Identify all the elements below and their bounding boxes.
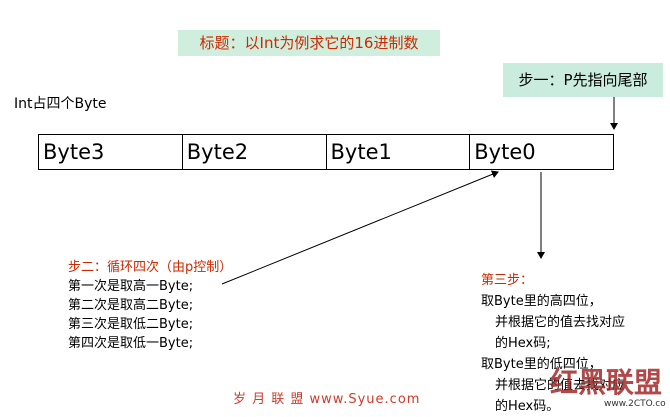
- step1-box: 步一：P先指向尾部: [503, 63, 663, 97]
- step3-block: 第三步： 取Byte里的高四位， 并根据它的值去找对应 的Hex码; 取Byte…: [481, 270, 625, 417]
- step2-arrow: [221, 170, 499, 285]
- step2-line-4: 第四次是取低一Byte;: [68, 336, 194, 351]
- step2-line-1: 第一次是取高一Byte;: [68, 279, 194, 294]
- byte-row: Byte3 Byte2 Byte1 Byte0: [38, 134, 614, 170]
- step3-line-3: 的Hex码;: [495, 336, 551, 351]
- byte-cell-3: Byte3: [39, 135, 183, 169]
- step3-line-1: 取Byte里的高四位，: [481, 294, 602, 309]
- watermark-title: 红黑联盟: [550, 366, 662, 399]
- watermark-url: www.2CTO.com: [604, 399, 666, 408]
- step3-line-4: 取Byte里的低四位，: [481, 357, 602, 372]
- byte-cell-2: Byte2: [183, 135, 327, 169]
- step3-line-5: 并根据它的值去找对应: [495, 378, 626, 393]
- step2-line-3: 第三次是取低二Byte;: [68, 317, 194, 332]
- title-box: 标题：以Int为例求它的16进制数: [178, 30, 440, 56]
- step3-line-2: 并根据它的值去找对应: [495, 315, 626, 330]
- step1-text: 步一：P先指向尾部: [518, 71, 648, 89]
- int-label: Int占四个Byte: [14, 96, 107, 112]
- step2-block: 步二：循环四次（由p控制） 第一次是取高一Byte; 第二次是取高二Byte; …: [68, 258, 232, 353]
- byte-cell-1: Byte1: [327, 135, 471, 169]
- footer-text: 岁 月 联 盟 www.Syue.com: [233, 392, 421, 407]
- title-text: 标题：以Int为例求它的16进制数: [199, 34, 419, 52]
- watermark-logo: 红黑联盟 www.2CTO.com: [550, 366, 666, 408]
- step2-line-2: 第二次是取高二Byte;: [68, 298, 194, 313]
- step2-heading: 步二：循环四次（由p控制）: [68, 260, 233, 275]
- byte-cell-0: Byte0: [474, 140, 536, 164]
- step3-heading: 第三步：: [481, 273, 534, 288]
